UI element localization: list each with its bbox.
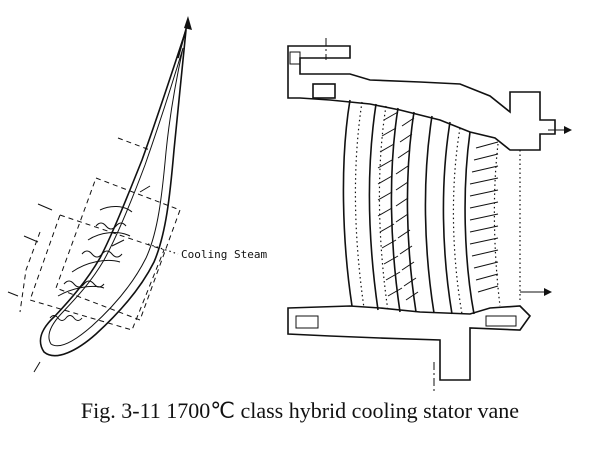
inner-hook: [295, 315, 319, 329]
passage-wall-2: [390, 107, 401, 313]
middle-passage-fins-2: [395, 117, 419, 301]
airfoil-cross-section: Cooling Steam: [7, 16, 267, 373]
middle-passage-fins: [377, 111, 403, 297]
impingement-insert-2: [81, 250, 123, 258]
figure-caption: Fig. 3-11 1700℃ class hybrid cooling sta…: [80, 398, 520, 423]
cavity-rib-2: [87, 232, 131, 241]
passage-wall-3: [406, 111, 417, 313]
flow-arrow-1: [37, 203, 53, 211]
impingement-insert-3: [63, 280, 105, 288]
projection-dash-3: [117, 137, 151, 151]
passage-wall-5: [442, 121, 453, 315]
passage-wall-1: [368, 103, 379, 311]
projection-dash-2: [29, 214, 165, 331]
flow-arrow-4: [33, 361, 41, 373]
cooling-steam-leader: [147, 243, 179, 255]
cooling-dots-3: [452, 127, 463, 315]
trailing-edge-pin-fins: [469, 141, 499, 293]
inner-shroud: [287, 305, 532, 381]
impingement-insert-1: [95, 222, 127, 230]
projection-dash-1: [55, 177, 181, 321]
vane-trailing-edge: [464, 131, 475, 315]
bottom-exit-arrowhead: [544, 288, 552, 296]
cooling-dots-4: [493, 143, 501, 307]
flow-arrow-5: [139, 185, 151, 193]
vane-leading-edge: [342, 99, 353, 307]
cavity-rib-1: [99, 206, 133, 213]
cavity-rib-4: [57, 285, 105, 297]
projection-dash-4: [19, 231, 41, 313]
steam-outlet-arrowhead: [564, 126, 572, 134]
inner-lug: [485, 315, 517, 327]
leading-edge-insert: [49, 315, 83, 321]
cavity-rib-3: [71, 259, 121, 273]
flow-arrow-3: [7, 291, 19, 297]
cooling-dots-1: [354, 101, 365, 309]
cooling-dots-2: [378, 105, 389, 312]
flow-arrow-6: [111, 239, 125, 247]
cooling-steam-label: Cooling Steam: [181, 248, 267, 261]
outer-bolt: [289, 51, 301, 65]
passage-wall-4: [424, 115, 435, 314]
airfoil-inner-profile: [48, 47, 184, 347]
flow-arrow-2: [23, 235, 39, 243]
airfoil-outer-profile: [39, 29, 187, 357]
stator-vane-section: [287, 38, 572, 392]
outer-shroud: [287, 45, 556, 151]
outer-hook: [312, 83, 336, 99]
trailing-edge-arrowhead: [184, 16, 192, 30]
